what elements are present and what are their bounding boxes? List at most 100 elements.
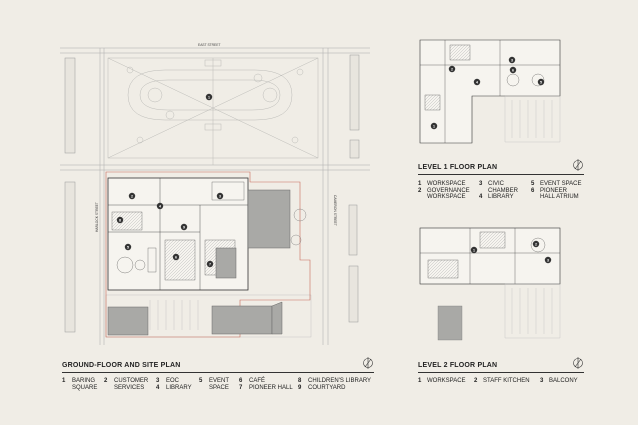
svg-text:1: 1 <box>208 95 210 99</box>
pioneer-hall-annex <box>215 247 237 279</box>
legend-number: 3 <box>156 378 160 384</box>
level1-stair <box>504 95 561 143</box>
street-lines <box>60 47 370 345</box>
legend-label: CHILDREN'S LIBRARY <box>308 378 372 384</box>
neighbour-block-right-tail <box>271 301 283 335</box>
street-label-right: CAMERON STREET <box>333 195 337 226</box>
svg-text:3: 3 <box>547 258 549 262</box>
level1-plan-title: LEVEL 1 FLOOR PLAN <box>418 164 498 171</box>
legend-label: PIONEER <box>540 187 568 194</box>
legend-number: 8 <box>298 378 302 384</box>
legend-label: CHAMBER <box>488 187 519 194</box>
legend-number: 1 <box>418 378 422 384</box>
legend-label: STAFF KITCHEN <box>483 378 530 384</box>
north-arrow-icon <box>573 159 583 171</box>
svg-text:1: 1 <box>473 248 475 252</box>
legend-label: BARING <box>72 378 96 384</box>
level1-marker: 5 <box>537 78 545 86</box>
svg-text:4: 4 <box>476 80 478 84</box>
level2-below <box>437 283 561 341</box>
legend-label: SQUARE <box>72 384 98 391</box>
legend-label: WORKSPACE <box>427 181 466 187</box>
legend-label: LIBRARY <box>166 384 192 391</box>
svg-text:1: 1 <box>433 124 435 128</box>
ground-marker: 5 <box>124 243 132 251</box>
level2-marker: 1 <box>470 246 478 254</box>
ground-floor-site-plan <box>60 47 370 345</box>
ground-marker: 1 <box>205 93 213 101</box>
ground-marker: 2 <box>128 192 136 200</box>
pioneer-hall-block <box>247 189 291 249</box>
legend-number: 9 <box>298 384 302 391</box>
baring-square-park <box>107 57 319 165</box>
legend-label: WORKSPACE <box>427 194 466 201</box>
ground-marker: 4 <box>156 202 164 210</box>
svg-text:2: 2 <box>131 194 133 198</box>
level1-title-rule <box>418 174 584 175</box>
legend-number: 2 <box>104 378 108 384</box>
svg-text:2: 2 <box>451 67 453 71</box>
svg-text:9: 9 <box>183 225 185 229</box>
legend-number: 1 <box>62 378 66 384</box>
legend-label: CIVIC <box>488 181 505 187</box>
legend-number: 6 <box>531 187 535 194</box>
ground-marker: 7 <box>206 260 214 268</box>
svg-text:6: 6 <box>175 255 177 259</box>
legend-number: 5 <box>531 181 535 187</box>
ground-plan-title: GROUND-FLOOR AND SITE PLAN <box>62 362 181 369</box>
legend-label: SPACE <box>209 384 229 391</box>
legend-label: EVENT SPACE <box>540 181 582 187</box>
level2-markers: 1 2 3 <box>470 240 552 264</box>
ground-marker: 6 <box>172 253 180 261</box>
legend-label: HALL ATRIUM <box>540 194 579 201</box>
level2-marker: 3 <box>544 256 552 264</box>
legend-number: 2 <box>418 187 422 194</box>
site-boundary <box>105 171 311 338</box>
level1-plan <box>419 39 561 144</box>
svg-text:4: 4 <box>159 204 161 208</box>
level1-outline <box>419 39 561 144</box>
level2-plan-title: LEVEL 2 FLOOR PLAN <box>418 362 498 369</box>
svg-text:5: 5 <box>540 80 542 84</box>
legend-number: 5 <box>199 378 203 384</box>
level1-markers: 1 2 3 4 5 6 <box>430 56 545 130</box>
svg-text:6: 6 <box>512 68 514 72</box>
street-label-left: HARLOCK STREET <box>95 202 99 232</box>
level2-plan <box>419 227 561 341</box>
legend-number: 7 <box>239 384 243 391</box>
legend-label: LIBRARY <box>488 194 514 201</box>
level1-marker: 2 <box>448 65 456 73</box>
svg-text:2: 2 <box>535 242 537 246</box>
adjacent-buildings <box>64 54 360 333</box>
neighbour-block-left <box>107 306 149 336</box>
legend-label: CAFÉ <box>249 378 266 384</box>
north-arrow-icon <box>573 357 583 369</box>
legend-number: 3 <box>540 378 544 384</box>
level1-marker: 6 <box>509 66 517 74</box>
north-arrow-icon <box>363 357 373 369</box>
level1-legend: 1 WORKSPACE 2 GOVERNANCE WORKSPACE 3 CIV… <box>418 181 598 203</box>
street-label-top: EAST STREET <box>198 43 221 47</box>
svg-text:7: 7 <box>209 262 211 266</box>
legend-number: 4 <box>479 194 483 201</box>
svg-text:3: 3 <box>219 194 221 198</box>
legend-label: PIONEER HALL <box>249 384 293 391</box>
legend-label: EVENT <box>209 378 230 384</box>
legend-number: 6 <box>239 378 243 384</box>
level2-marker: 2 <box>532 240 540 248</box>
legend-label: EOC <box>166 378 180 384</box>
svg-text:3: 3 <box>511 58 513 62</box>
level1-marker: 3 <box>508 56 516 64</box>
legend-label: COURTYARD <box>308 384 346 391</box>
ground-title-rule <box>62 372 374 373</box>
ground-legend: 1 BARING SQUARE 2 CUSTOMER SERVICES 3 EO… <box>62 378 382 394</box>
neighbour-block-right <box>211 305 273 335</box>
legend-label: GOVERNANCE <box>427 187 470 194</box>
ground-markers: 1 2 3 4 5 6 7 8 9 <box>116 93 224 268</box>
legend-label: WORKSPACE <box>427 378 466 384</box>
level1-marker: 1 <box>430 122 438 130</box>
legend-number: 1 <box>418 181 422 187</box>
legend-number: 2 <box>474 378 478 384</box>
level1-marker: 4 <box>473 78 481 86</box>
